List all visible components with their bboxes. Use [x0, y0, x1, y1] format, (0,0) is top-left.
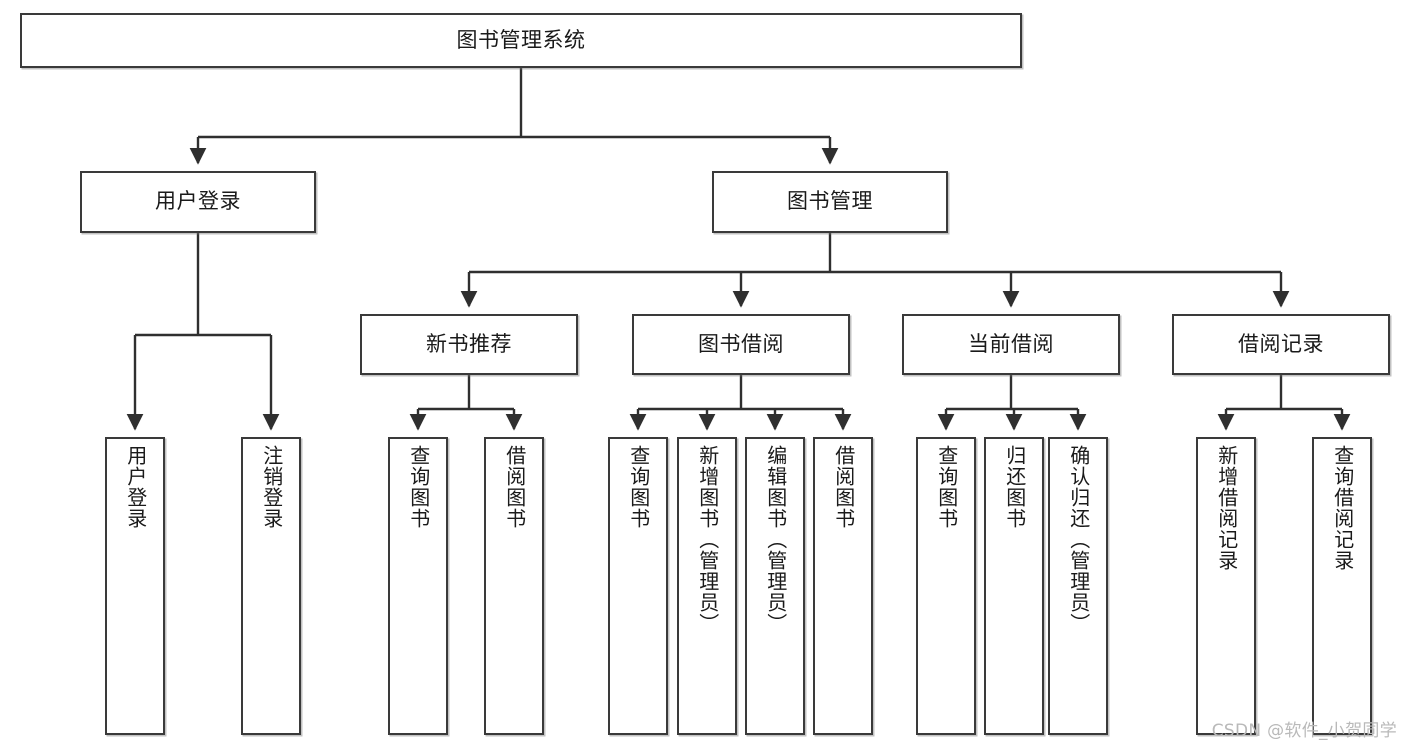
node-leaf-logout-label: 注销登录 — [259, 445, 284, 529]
node-leaf-add-record[interactable]: 新增借阅记录 — [1196, 437, 1256, 735]
node-current-borrow[interactable]: 当前借阅 — [902, 314, 1120, 375]
watermark-text: CSDN @软件_小贺同学 — [1211, 721, 1397, 741]
node-leaf-query-book-1-label: 查询图书 — [406, 445, 431, 529]
node-book-borrow[interactable]: 图书借阅 — [632, 314, 850, 375]
node-leaf-query-book-3-label: 查询图书 — [934, 445, 959, 529]
node-user-login-label: 用户登录 — [155, 189, 241, 214]
node-leaf-borrow-book-1-label: 借阅图书 — [502, 445, 527, 529]
node-leaf-confirm-return[interactable]: 确认归还（管理员） — [1048, 437, 1108, 735]
node-leaf-edit-book[interactable]: 编辑图书（管理员） — [745, 437, 805, 735]
node-leaf-edit-book-label: 编辑图书（管理员） — [763, 445, 788, 634]
node-leaf-return-book-label: 归还图书 — [1002, 445, 1027, 529]
node-leaf-add-record-label: 新增借阅记录 — [1214, 445, 1239, 571]
node-new-book-rec-label: 新书推荐 — [426, 331, 512, 356]
node-root-label: 图书管理系统 — [456, 27, 586, 52]
node-leaf-query-book-1[interactable]: 查询图书 — [388, 437, 448, 735]
node-book-borrow-label: 图书借阅 — [698, 331, 784, 356]
node-leaf-user-login-label: 用户登录 — [123, 445, 148, 529]
node-leaf-query-record-label: 查询借阅记录 — [1330, 445, 1355, 571]
node-leaf-borrow-book-2-label: 借阅图书 — [831, 445, 856, 529]
node-user-login[interactable]: 用户登录 — [80, 171, 316, 233]
node-book-manage-label: 图书管理 — [787, 189, 873, 214]
node-leaf-query-book-2-label: 查询图书 — [626, 445, 651, 529]
node-leaf-query-book-3[interactable]: 查询图书 — [916, 437, 976, 735]
node-leaf-borrow-book-1[interactable]: 借阅图书 — [484, 437, 544, 735]
node-root[interactable]: 图书管理系统 — [20, 13, 1022, 68]
node-leaf-user-login[interactable]: 用户登录 — [105, 437, 165, 735]
node-leaf-confirm-return-label: 确认归还（管理员） — [1066, 445, 1091, 634]
node-leaf-logout[interactable]: 注销登录 — [241, 437, 301, 735]
node-leaf-query-book-2[interactable]: 查询图书 — [608, 437, 668, 735]
node-new-book-rec[interactable]: 新书推荐 — [360, 314, 578, 375]
node-leaf-query-record[interactable]: 查询借阅记录 — [1312, 437, 1372, 735]
node-borrow-record-label: 借阅记录 — [1238, 331, 1324, 356]
node-book-manage[interactable]: 图书管理 — [712, 171, 948, 233]
node-current-borrow-label: 当前借阅 — [968, 331, 1054, 356]
node-leaf-add-book-label: 新增图书（管理员） — [695, 445, 720, 634]
node-leaf-add-book[interactable]: 新增图书（管理员） — [677, 437, 737, 735]
node-leaf-return-book[interactable]: 归还图书 — [984, 437, 1044, 735]
node-leaf-borrow-book-2[interactable]: 借阅图书 — [813, 437, 873, 735]
node-borrow-record[interactable]: 借阅记录 — [1172, 314, 1390, 375]
